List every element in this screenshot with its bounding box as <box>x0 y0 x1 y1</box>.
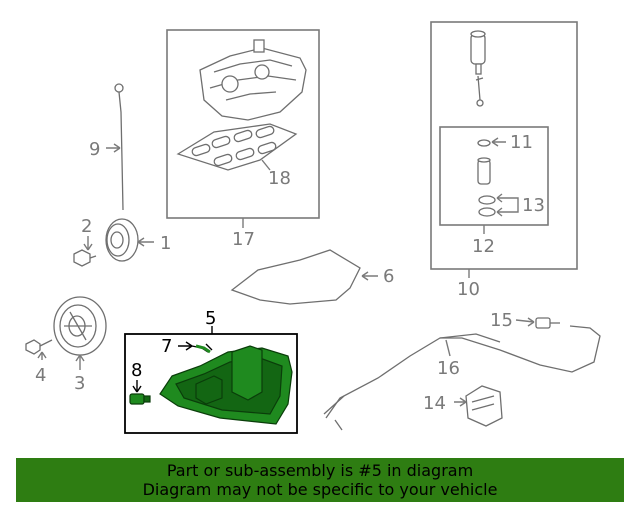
leader-4 <box>37 351 47 360</box>
callout-8[interactable]: 8 <box>131 360 142 381</box>
callout-2[interactable]: 2 <box>81 216 92 237</box>
filter-stud[interactable] <box>475 75 484 107</box>
harmonic-balancer[interactable] <box>53 296 107 356</box>
control-module[interactable] <box>465 385 503 427</box>
callout-15[interactable]: 15 <box>490 310 513 331</box>
callout-10[interactable]: 10 <box>457 279 480 300</box>
callout-11[interactable]: 11 <box>510 132 533 153</box>
leader-18 <box>261 159 271 171</box>
callout-4[interactable]: 4 <box>35 365 46 386</box>
callout-7[interactable]: 7 <box>161 336 172 357</box>
callout-17[interactable]: 17 <box>232 229 255 250</box>
leader-11 <box>491 137 506 147</box>
callout-9[interactable]: 9 <box>89 139 100 160</box>
filter-element[interactable] <box>477 139 491 185</box>
leader-16 <box>445 339 451 357</box>
balancer-bolt[interactable] <box>25 339 53 355</box>
callout-6[interactable]: 6 <box>383 266 394 287</box>
parts-diagram: 1 2 3 4 5 6 7 8 9 10 11 12 13 14 15 16 1… <box>25 21 601 434</box>
wiring-harness[interactable] <box>325 325 601 419</box>
leader-1 <box>137 237 154 247</box>
callout-18[interactable]: 18 <box>268 168 291 189</box>
leader-6 <box>361 271 378 281</box>
leader-14 <box>454 397 467 407</box>
banner-line-disclaimer: Diagram may not be specific to your vehi… <box>142 480 498 499</box>
frame-oil-pan-group[interactable] <box>124 333 298 434</box>
callout-16[interactable]: 16 <box>437 358 460 379</box>
info-banner: Part or sub-assembly is #5 in diagram Di… <box>16 458 624 502</box>
leader-8 <box>132 380 142 393</box>
leader-3 <box>75 354 85 370</box>
frame-filter-group <box>430 21 578 270</box>
oil-pan[interactable] <box>159 345 293 425</box>
leader-7 <box>178 341 193 351</box>
oil-sensor[interactable] <box>535 317 560 329</box>
dipstick[interactable] <box>114 83 124 211</box>
leader-9 <box>106 143 121 153</box>
cover-gasket[interactable] <box>230 249 361 305</box>
leader-13 <box>496 193 519 217</box>
leader-2 <box>83 236 93 251</box>
oil-filter-housing[interactable] <box>470 30 486 75</box>
callout-13[interactable]: 13 <box>522 195 545 216</box>
callout-1[interactable]: 1 <box>160 233 171 254</box>
callout-12[interactable]: 12 <box>472 236 495 257</box>
callout-14[interactable]: 14 <box>423 393 446 414</box>
frame-filter-subgroup <box>439 126 549 226</box>
leader-15 <box>515 317 535 327</box>
oil-pan-tube[interactable] <box>191 343 213 354</box>
drain-plug[interactable] <box>129 393 151 405</box>
callout-5[interactable]: 5 <box>205 308 216 329</box>
intake-manifold[interactable] <box>199 39 307 121</box>
banner-line-part: Part or sub-assembly is #5 in diagram <box>166 461 474 480</box>
filter-o-rings[interactable] <box>478 195 496 217</box>
callout-3[interactable]: 3 <box>74 373 85 394</box>
pulley-bolt[interactable] <box>73 249 97 267</box>
crank-pulley[interactable] <box>105 218 139 262</box>
intake-gasket[interactable] <box>176 123 298 171</box>
